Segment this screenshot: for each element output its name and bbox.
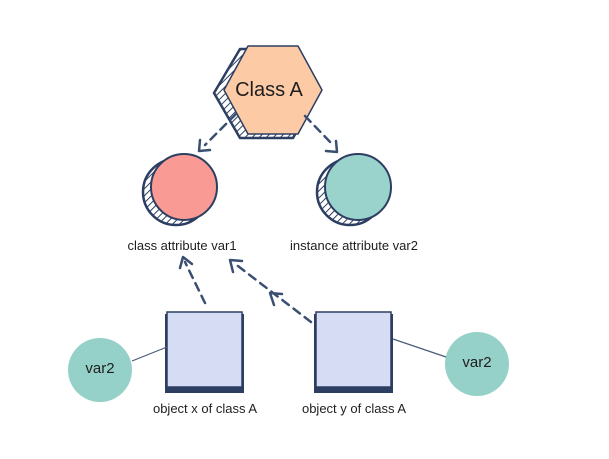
- class-attribute-circle-face: [150, 153, 218, 221]
- class-a-hexagon-face: [223, 45, 323, 135]
- object-y-square-face: [315, 311, 392, 388]
- arrow-object-y-tail-marker: [268, 291, 284, 307]
- object-y-var2-label: var2: [462, 354, 492, 371]
- instance-attribute-label: instance attribute var2: [290, 238, 418, 253]
- class-a-label: Class A: [235, 79, 303, 101]
- instance-attribute-circle: [315, 153, 392, 227]
- object-x-var2-label: var2: [85, 360, 115, 377]
- object-y-square: [314, 311, 393, 393]
- class-a-hexagon: [212, 45, 323, 140]
- class-attribute-circle: [141, 153, 218, 227]
- object-x-var2-bubble: [68, 338, 132, 402]
- object-y-label: object y of class A: [301, 401, 407, 416]
- arrow-class-to-class-attribute: [197, 112, 238, 153]
- object-x-label: object x of class A: [152, 401, 258, 416]
- object-y-var2-bubble: [445, 332, 509, 396]
- arrow-class-to-instance-attribute: [303, 114, 339, 154]
- object-x-square-face: [166, 311, 243, 388]
- object-y-var2-connector: [392, 338, 447, 358]
- object-x-square: [165, 311, 244, 393]
- class-attribute-label: class attribute var1: [127, 238, 237, 253]
- instance-attribute-circle-face: [324, 153, 392, 221]
- arrow-object-x-to-class-attribute: [178, 255, 207, 305]
- object-x-var2-connector: [131, 346, 168, 362]
